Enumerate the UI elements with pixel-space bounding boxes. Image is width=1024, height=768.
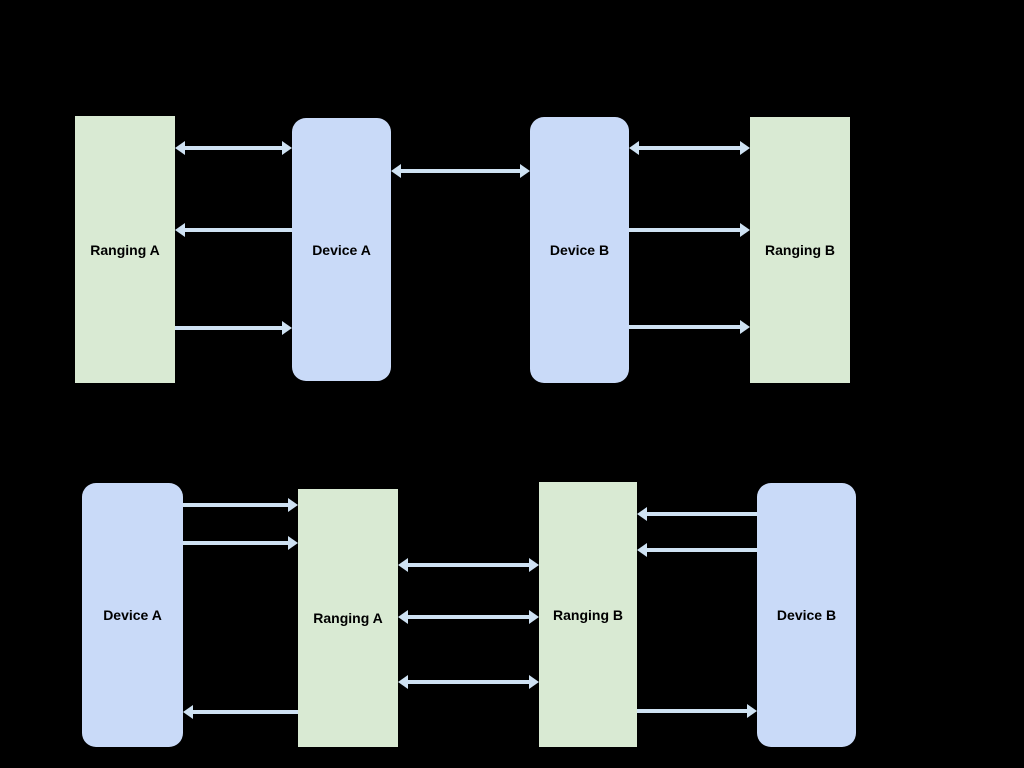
node-label: Device B	[549, 242, 610, 258]
arrow-top-device-b-to-ranging-b-mid	[629, 223, 750, 237]
arrow-top-device-b-to-ranging-b-low	[629, 320, 750, 334]
node-ranging-b-bottom: Ranging B	[539, 482, 637, 747]
arrow-bottom-ranging-a-to-device-a	[183, 705, 298, 719]
node-label: Device B	[776, 607, 837, 623]
node-label: Ranging A	[90, 241, 160, 258]
arrow-bottom-device-b-to-ranging-b-2	[637, 543, 757, 557]
arrow-top-device-a-device-b-bidirectional	[391, 164, 530, 178]
node-label: Ranging B	[765, 242, 835, 258]
node-device-b-bottom: Device B	[757, 483, 856, 747]
node-device-b-top: Device B	[530, 117, 629, 383]
node-device-a-top: Device A	[292, 118, 391, 381]
node-ranging-a-bottom: Ranging A	[298, 489, 398, 747]
arrow-top-device-b-ranging-b-bidirectional	[629, 141, 750, 155]
arrow-bottom-device-b-to-ranging-b-1	[637, 507, 757, 521]
arrow-top-ranging-a-to-device-a	[175, 321, 292, 335]
arrow-bottom-ranging-a-ranging-b-bidirectional-3	[398, 675, 539, 689]
node-label: Ranging A	[313, 610, 383, 626]
arrow-bottom-device-a-to-ranging-a-2	[183, 536, 298, 550]
node-label: Ranging B	[553, 606, 623, 623]
node-ranging-b-top: Ranging B	[750, 117, 850, 383]
node-device-a-bottom: Device A	[82, 483, 183, 747]
arrow-top-device-a-to-ranging-a	[175, 223, 292, 237]
arrow-bottom-ranging-a-ranging-b-bidirectional-2	[398, 610, 539, 624]
node-ranging-a-top: Ranging A	[75, 116, 175, 383]
arrow-bottom-ranging-a-ranging-b-bidirectional-1	[398, 558, 539, 572]
arrow-bottom-ranging-b-to-device-b	[637, 704, 757, 718]
node-label: Device A	[103, 607, 162, 623]
node-label: Device A	[312, 241, 371, 258]
arrow-bottom-device-a-to-ranging-a-1	[183, 498, 298, 512]
arrow-top-ranging-a-device-a-bidirectional	[175, 141, 292, 155]
